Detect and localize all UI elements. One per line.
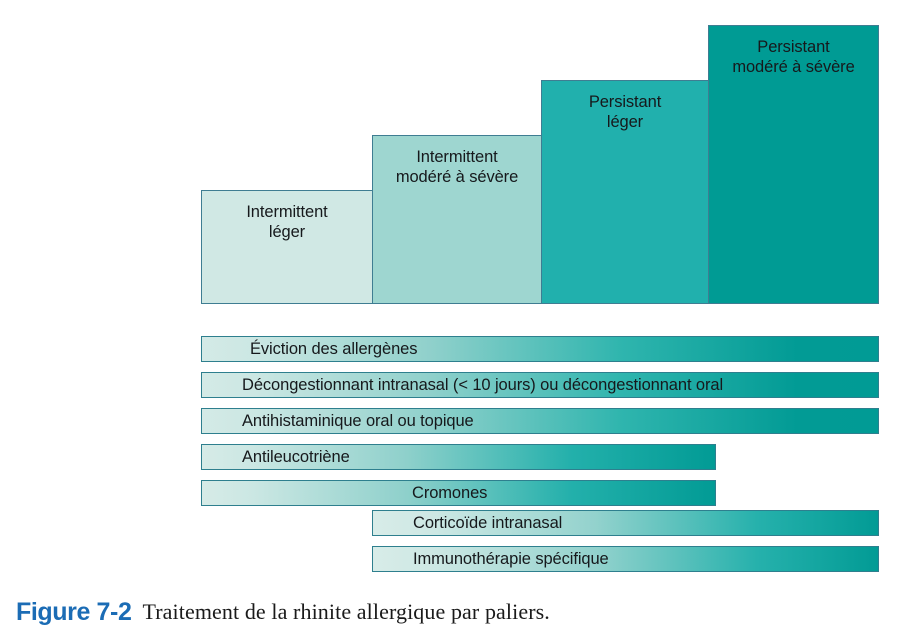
treatment-bar-antihistaminique: Antihistaminique oral ou topique: [201, 408, 879, 434]
treatment-bar-antileucotriene: Antileucotriène: [201, 444, 716, 470]
treatment-bar-list: Éviction des allergènes Décongestionnant…: [201, 336, 879, 572]
figure-caption-text: Traitement de la rhinite allergique par …: [142, 599, 550, 624]
treatment-bar-label: Éviction des allergènes: [250, 339, 418, 358]
severity-step-label: Intermittent modéré à sévère: [395, 148, 519, 187]
treatment-bar-decongestionnant: Décongestionnant intranasal (< 10 jours)…: [201, 372, 879, 398]
figure-number: Figure 7-2: [16, 597, 132, 626]
treatment-bar-corticoide-intranasal: Corticoïde intranasal: [372, 510, 879, 536]
severity-step-label: Persistant modéré à sévère: [732, 38, 855, 77]
treatment-bar-label: Immunothérapie spécifique: [413, 549, 609, 568]
treatment-bar-label: Corticoïde intranasal: [413, 513, 563, 532]
figure-caption: Figure 7-2 Traitement de la rhinite alle…: [16, 592, 884, 632]
treatment-bar-label: Décongestionnant intranasal (< 10 jours)…: [242, 375, 724, 394]
treatment-bar-eviction-allergenes: Éviction des allergènes: [201, 336, 879, 362]
severity-step-label: Intermittent léger: [246, 203, 328, 242]
treatment-bar-label: Antileucotriène: [242, 447, 350, 466]
severity-step-intermittent-leger: Intermittent léger: [201, 190, 373, 304]
treatment-bar-immunotherapie: Immunothérapie spécifique: [372, 546, 879, 572]
treatment-bar-label: Cromones: [412, 483, 488, 502]
severity-step-chart: Intermittent léger Intermittent modéré à…: [0, 0, 900, 310]
severity-step-persistant-leger: Persistant léger: [541, 80, 709, 304]
treatment-bar-label: Antihistaminique oral ou topique: [242, 411, 474, 430]
severity-step-persistant-modere-severe: Persistant modéré à sévère: [708, 25, 879, 304]
treatment-bar-cromones: Cromones: [201, 480, 716, 506]
severity-step-label: Persistant léger: [588, 93, 662, 132]
